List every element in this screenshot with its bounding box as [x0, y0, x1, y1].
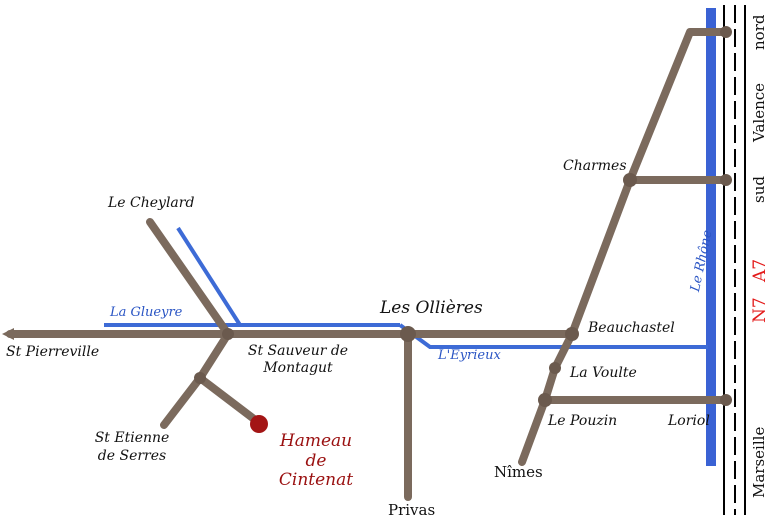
junction-la-voulte [549, 362, 561, 374]
label-les-ollieres: Les Ollières [380, 298, 483, 318]
label-eyrieux-river: L'Eyrieux [438, 348, 501, 363]
label-le-pouzin: Le Pouzin [548, 413, 618, 429]
destination-line-3: Cintenat [278, 470, 354, 491]
junction-charmes [623, 173, 637, 187]
destination-line-1: Hameau [279, 431, 353, 451]
label-marseille: Marseille [750, 426, 768, 498]
rhone-river [706, 8, 716, 466]
junction-st-sauveur [222, 328, 234, 340]
west-arrow-icon [2, 328, 14, 340]
junction-loriol [720, 394, 732, 406]
junction-valence-sud [720, 174, 732, 186]
junction-st-etienne [194, 372, 206, 384]
destination-label: Hameau de Cintenat [270, 431, 362, 491]
glueyre-river [176, 226, 242, 327]
junction-valence-nord [720, 26, 732, 38]
destination-line-2: de [305, 450, 327, 471]
label-n7: N7 [750, 297, 770, 323]
label-nord: nord [750, 14, 768, 50]
label-le-cheylard: Le Cheylard [108, 195, 195, 211]
label-privas: Privas [388, 501, 436, 519]
label-a7: A7 [750, 258, 770, 282]
label-la-voulte: La Voulte [570, 365, 637, 381]
label-st-sauveur: St Sauveur de Montagut [247, 343, 349, 376]
label-st-etienne: St Etienne de Serres [94, 430, 170, 464]
road-cintenat [196, 374, 262, 426]
label-sud: sud [750, 176, 768, 203]
junction-beauchastel [565, 327, 579, 341]
label-loriol: Loriol [668, 413, 710, 429]
junction-les-ollieres [400, 326, 416, 342]
road-cheylard [146, 218, 232, 338]
junction-le-pouzin [538, 393, 552, 407]
label-beauchastel: Beauchastel [588, 320, 675, 336]
label-st-pierreville: St Pierreville [6, 344, 100, 360]
label-nimes: Nîmes [494, 463, 543, 481]
label-valence: Valence [750, 82, 768, 142]
label-charmes: Charmes [563, 158, 627, 174]
label-glueyre-river: La Glueyre [110, 305, 183, 320]
destination-marker-icon [250, 415, 268, 433]
